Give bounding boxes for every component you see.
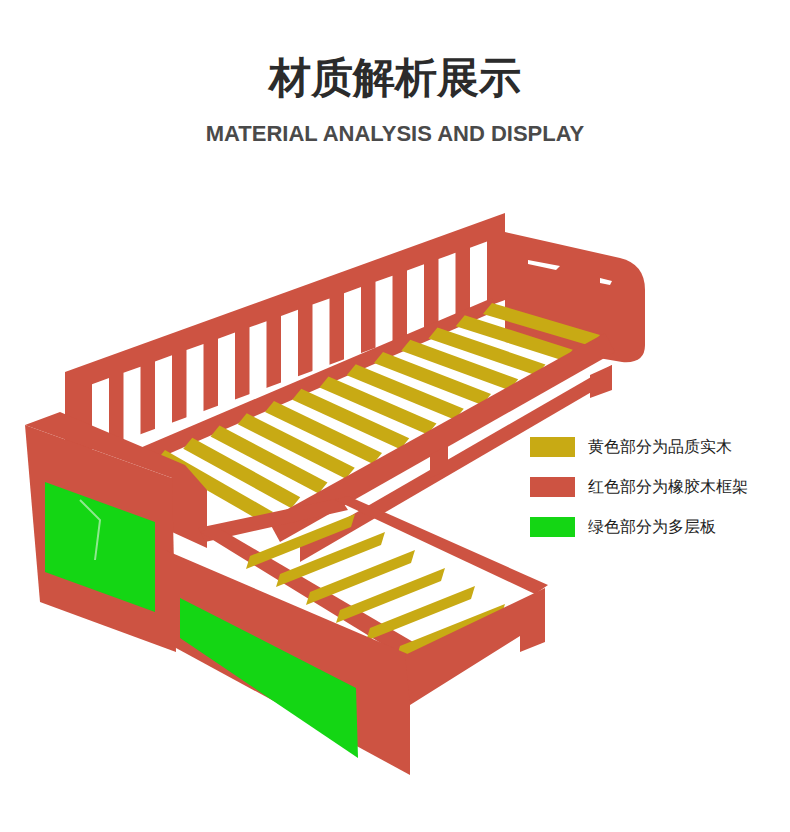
armrest-slot <box>528 260 560 270</box>
legend-text: 黄色部分为品质实木 <box>588 436 732 458</box>
back-gap <box>218 333 235 414</box>
legend-text: 红色部分为橡胶木框架 <box>588 476 748 498</box>
back-gap <box>250 321 267 402</box>
back-gap <box>313 298 330 379</box>
chaise-front-panel <box>405 588 545 705</box>
chaise-side-panel <box>165 550 410 775</box>
back-gap <box>187 344 204 425</box>
chaise-side-board <box>180 598 358 758</box>
back-gap <box>124 367 141 448</box>
back-gap <box>155 355 172 436</box>
armrest-slot <box>600 278 612 285</box>
seat-leg <box>430 445 448 478</box>
legend-text: 绿色部分为多层板 <box>588 516 716 538</box>
left-armrest-panel <box>45 482 155 612</box>
legend-swatch <box>530 437 575 457</box>
legend-swatch <box>530 477 575 497</box>
back-gap <box>281 310 298 391</box>
seat-leg <box>590 365 612 398</box>
legend-swatch <box>530 517 575 537</box>
left-armrest-face <box>25 425 176 652</box>
panel-detail <box>80 500 100 560</box>
page-title: 材质解析展示 <box>0 52 790 104</box>
seat-base <box>300 365 612 562</box>
subtitle: MATERIAL ANALYSIS AND DISPLAY <box>0 120 790 148</box>
